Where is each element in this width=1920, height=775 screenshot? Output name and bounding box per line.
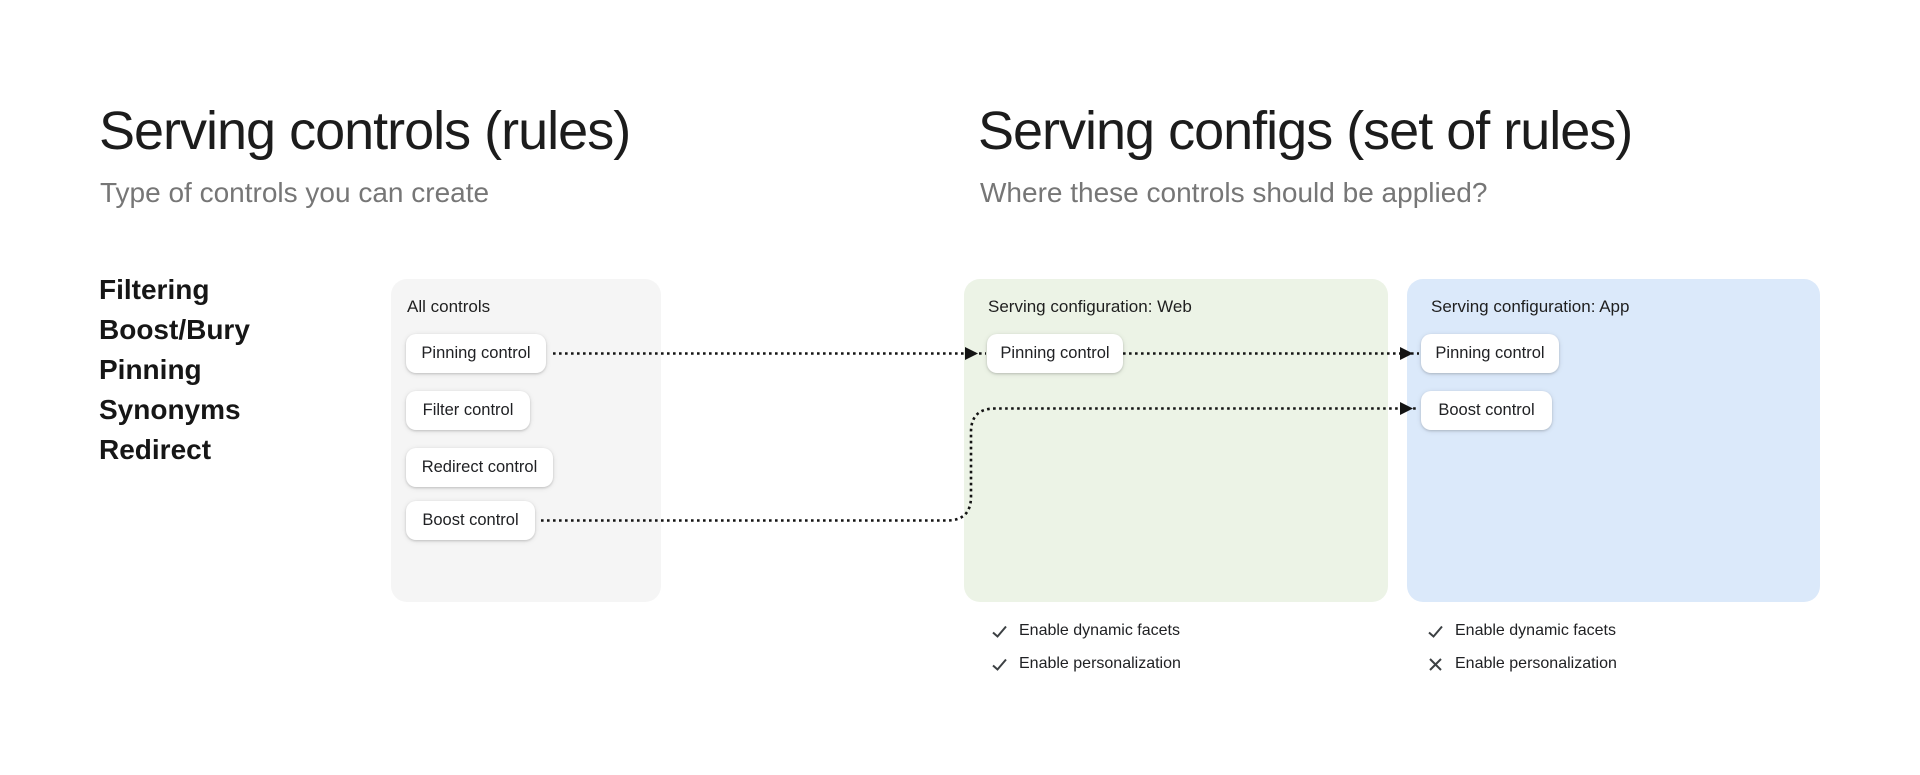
- app-feature-dynamic-facets: Enable dynamic facets: [1427, 622, 1616, 640]
- filter-control-chip-all[interactable]: Filter control: [406, 391, 530, 430]
- app-feature-personalization-label: Enable personalization: [1455, 655, 1617, 672]
- control-type-synonyms: Synonyms: [99, 394, 241, 425]
- right-section-title: Serving configs (set of rules): [978, 101, 1633, 161]
- all-controls-card-label: All controls: [407, 297, 491, 316]
- web-feature-personalization: Enable personalization: [991, 655, 1181, 673]
- serving-config-web-label: Serving configuration: Web: [988, 297, 1192, 316]
- check-icon: [1428, 625, 1443, 638]
- redirect-control-chip-all[interactable]: Redirect control: [406, 448, 553, 487]
- web-feature-dynamic-facets: Enable dynamic facets: [991, 622, 1180, 640]
- control-type-list: Filtering Boost/Bury Pinning Synonyms Re…: [99, 270, 250, 470]
- control-type-pinning: Pinning: [99, 354, 202, 385]
- check-icon: [992, 625, 1007, 638]
- control-type-filtering: Filtering: [99, 274, 210, 305]
- control-type-boost-bury: Boost/Bury: [99, 314, 250, 345]
- check-icon: [992, 658, 1007, 671]
- boost-control-chip-app[interactable]: Boost control: [1421, 391, 1552, 430]
- app-feature-personalization: Enable personalization: [1427, 655, 1617, 673]
- pinning-control-chip-all[interactable]: Pinning control: [406, 334, 546, 373]
- serving-config-app-card: [1407, 279, 1820, 602]
- web-feature-personalization-label: Enable personalization: [1019, 655, 1181, 672]
- left-section-subtitle: Type of controls you can create: [100, 177, 490, 208]
- pinning-control-chip-web[interactable]: Pinning control: [987, 334, 1123, 373]
- app-feature-dynamic-facets-label: Enable dynamic facets: [1455, 622, 1616, 639]
- left-section-title: Serving controls (rules): [99, 101, 631, 161]
- control-type-redirect: Redirect: [99, 434, 212, 465]
- web-feature-dynamic-facets-label: Enable dynamic facets: [1019, 622, 1180, 639]
- serving-config-app-label: Serving configuration: App: [1431, 297, 1630, 316]
- pinning-control-chip-app[interactable]: Pinning control: [1421, 334, 1559, 373]
- serving-config-web-card: [964, 279, 1388, 602]
- right-section-subtitle: Where these controls should be applied?: [980, 177, 1488, 208]
- cross-icon: [1429, 657, 1442, 671]
- all-controls-card: [391, 279, 661, 602]
- boost-control-chip-all[interactable]: Boost control: [406, 501, 535, 540]
